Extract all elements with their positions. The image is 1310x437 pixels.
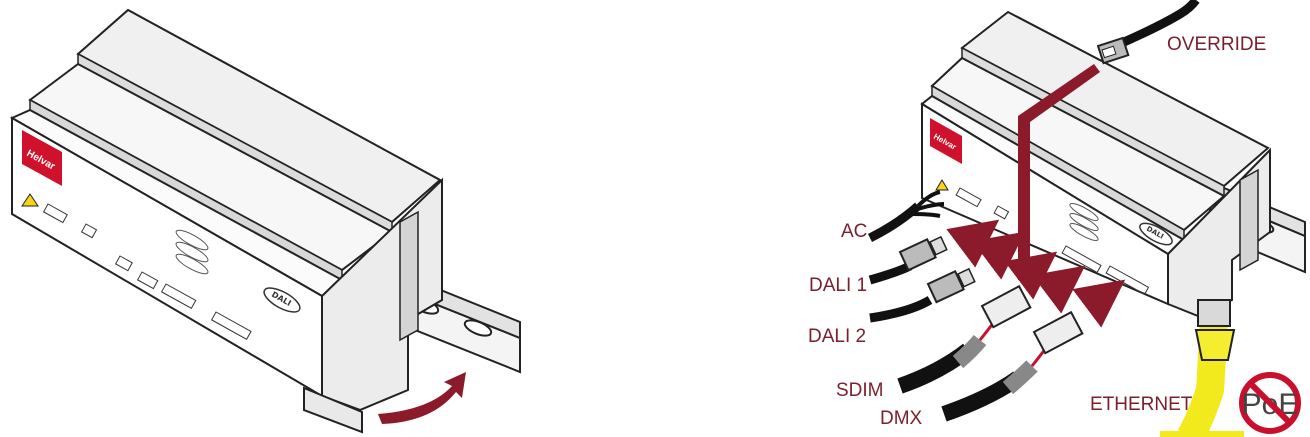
no-poe-icon: PoE xyxy=(1242,375,1299,431)
label-dali2: DALI 2 xyxy=(808,326,866,347)
label-ethernet: ETHERNET xyxy=(1090,394,1193,415)
label-dmx: DMX xyxy=(880,408,923,429)
right-device-illustration: Helvar DALI xyxy=(870,0,1305,437)
ethernet-cable xyxy=(1160,300,1244,437)
label-ac: AC xyxy=(841,221,867,242)
left-device-illustration: Helvar DALI xyxy=(12,10,520,432)
label-sdim: SDIM xyxy=(836,380,884,401)
dali1-connector xyxy=(870,237,947,280)
label-dali1: DALI 1 xyxy=(809,275,867,296)
label-override: OVERRIDE xyxy=(1167,34,1266,55)
